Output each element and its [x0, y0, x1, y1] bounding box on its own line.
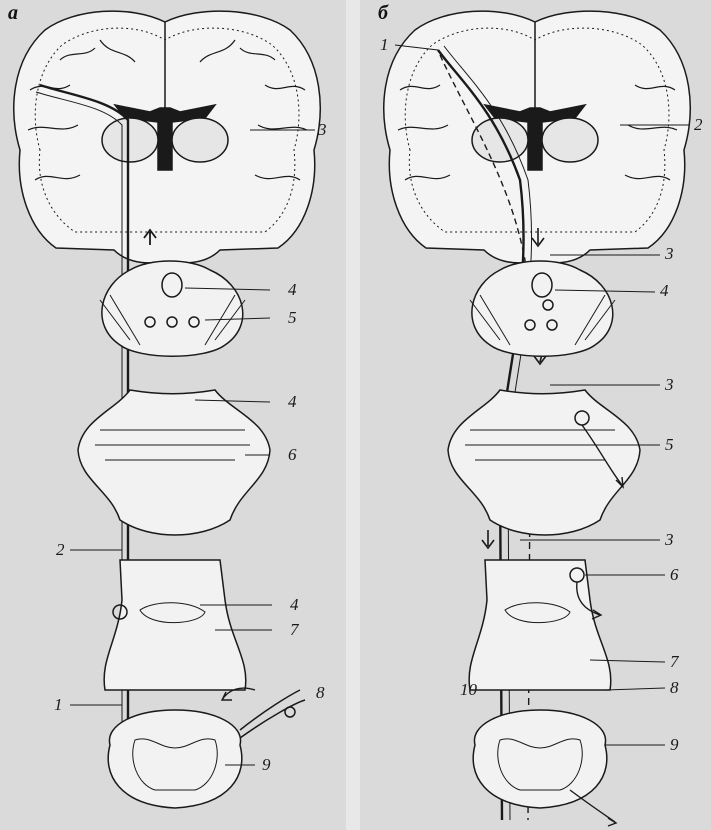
thalamus-right: [542, 118, 598, 162]
midbrain: [472, 261, 613, 356]
label-2: 2: [694, 116, 703, 133]
label-leader-8: [605, 688, 665, 690]
diagram-b: [360, 0, 711, 830]
label-9: 9: [262, 756, 271, 773]
label-4: 4: [288, 393, 297, 410]
panel-divider: [346, 0, 360, 830]
panel-b: б 1 2 3 4 3 5 3 6 7 10 8 9: [360, 0, 711, 830]
ventral-root: [570, 790, 616, 826]
label-3: 3: [665, 531, 674, 548]
label-7: 7: [290, 621, 299, 638]
thalamus-left: [472, 118, 528, 162]
label-9: 9: [670, 736, 679, 753]
pons: [78, 390, 270, 535]
label-5: 5: [288, 309, 297, 326]
label-4: 4: [660, 282, 669, 299]
label-6: 6: [288, 446, 297, 463]
label-2: 2: [56, 541, 65, 558]
label-8: 8: [316, 684, 325, 701]
spinal-cord: [108, 710, 242, 808]
spinal-cord: [473, 710, 607, 808]
label-1: 1: [380, 36, 389, 53]
arrow-down-3: [482, 530, 494, 548]
medulla: [104, 560, 246, 690]
label-1: 1: [54, 696, 63, 713]
medulla: [469, 560, 611, 690]
label-4: 4: [288, 281, 297, 298]
label-7: 7: [670, 653, 679, 670]
label-4: 4: [290, 596, 299, 613]
label-8: 8: [670, 679, 679, 696]
diagram-a: [0, 0, 346, 830]
panel-a: а 3 4 5 4 6 2 4 7 1 8 9: [0, 0, 346, 830]
thalamus-right: [172, 118, 228, 162]
label-3: 3: [665, 245, 674, 262]
label-10: 10: [460, 681, 477, 698]
panel-a-title: а: [8, 2, 18, 25]
thalamus-left: [102, 118, 158, 162]
midbrain: [102, 261, 243, 356]
ganglion-cell: [285, 707, 295, 717]
panel-b-title: б: [378, 2, 388, 25]
label-6: 6: [670, 566, 679, 583]
label-5: 5: [665, 436, 674, 453]
label-3: 3: [318, 121, 327, 138]
pons: [448, 390, 640, 535]
label-3: 3: [665, 376, 674, 393]
